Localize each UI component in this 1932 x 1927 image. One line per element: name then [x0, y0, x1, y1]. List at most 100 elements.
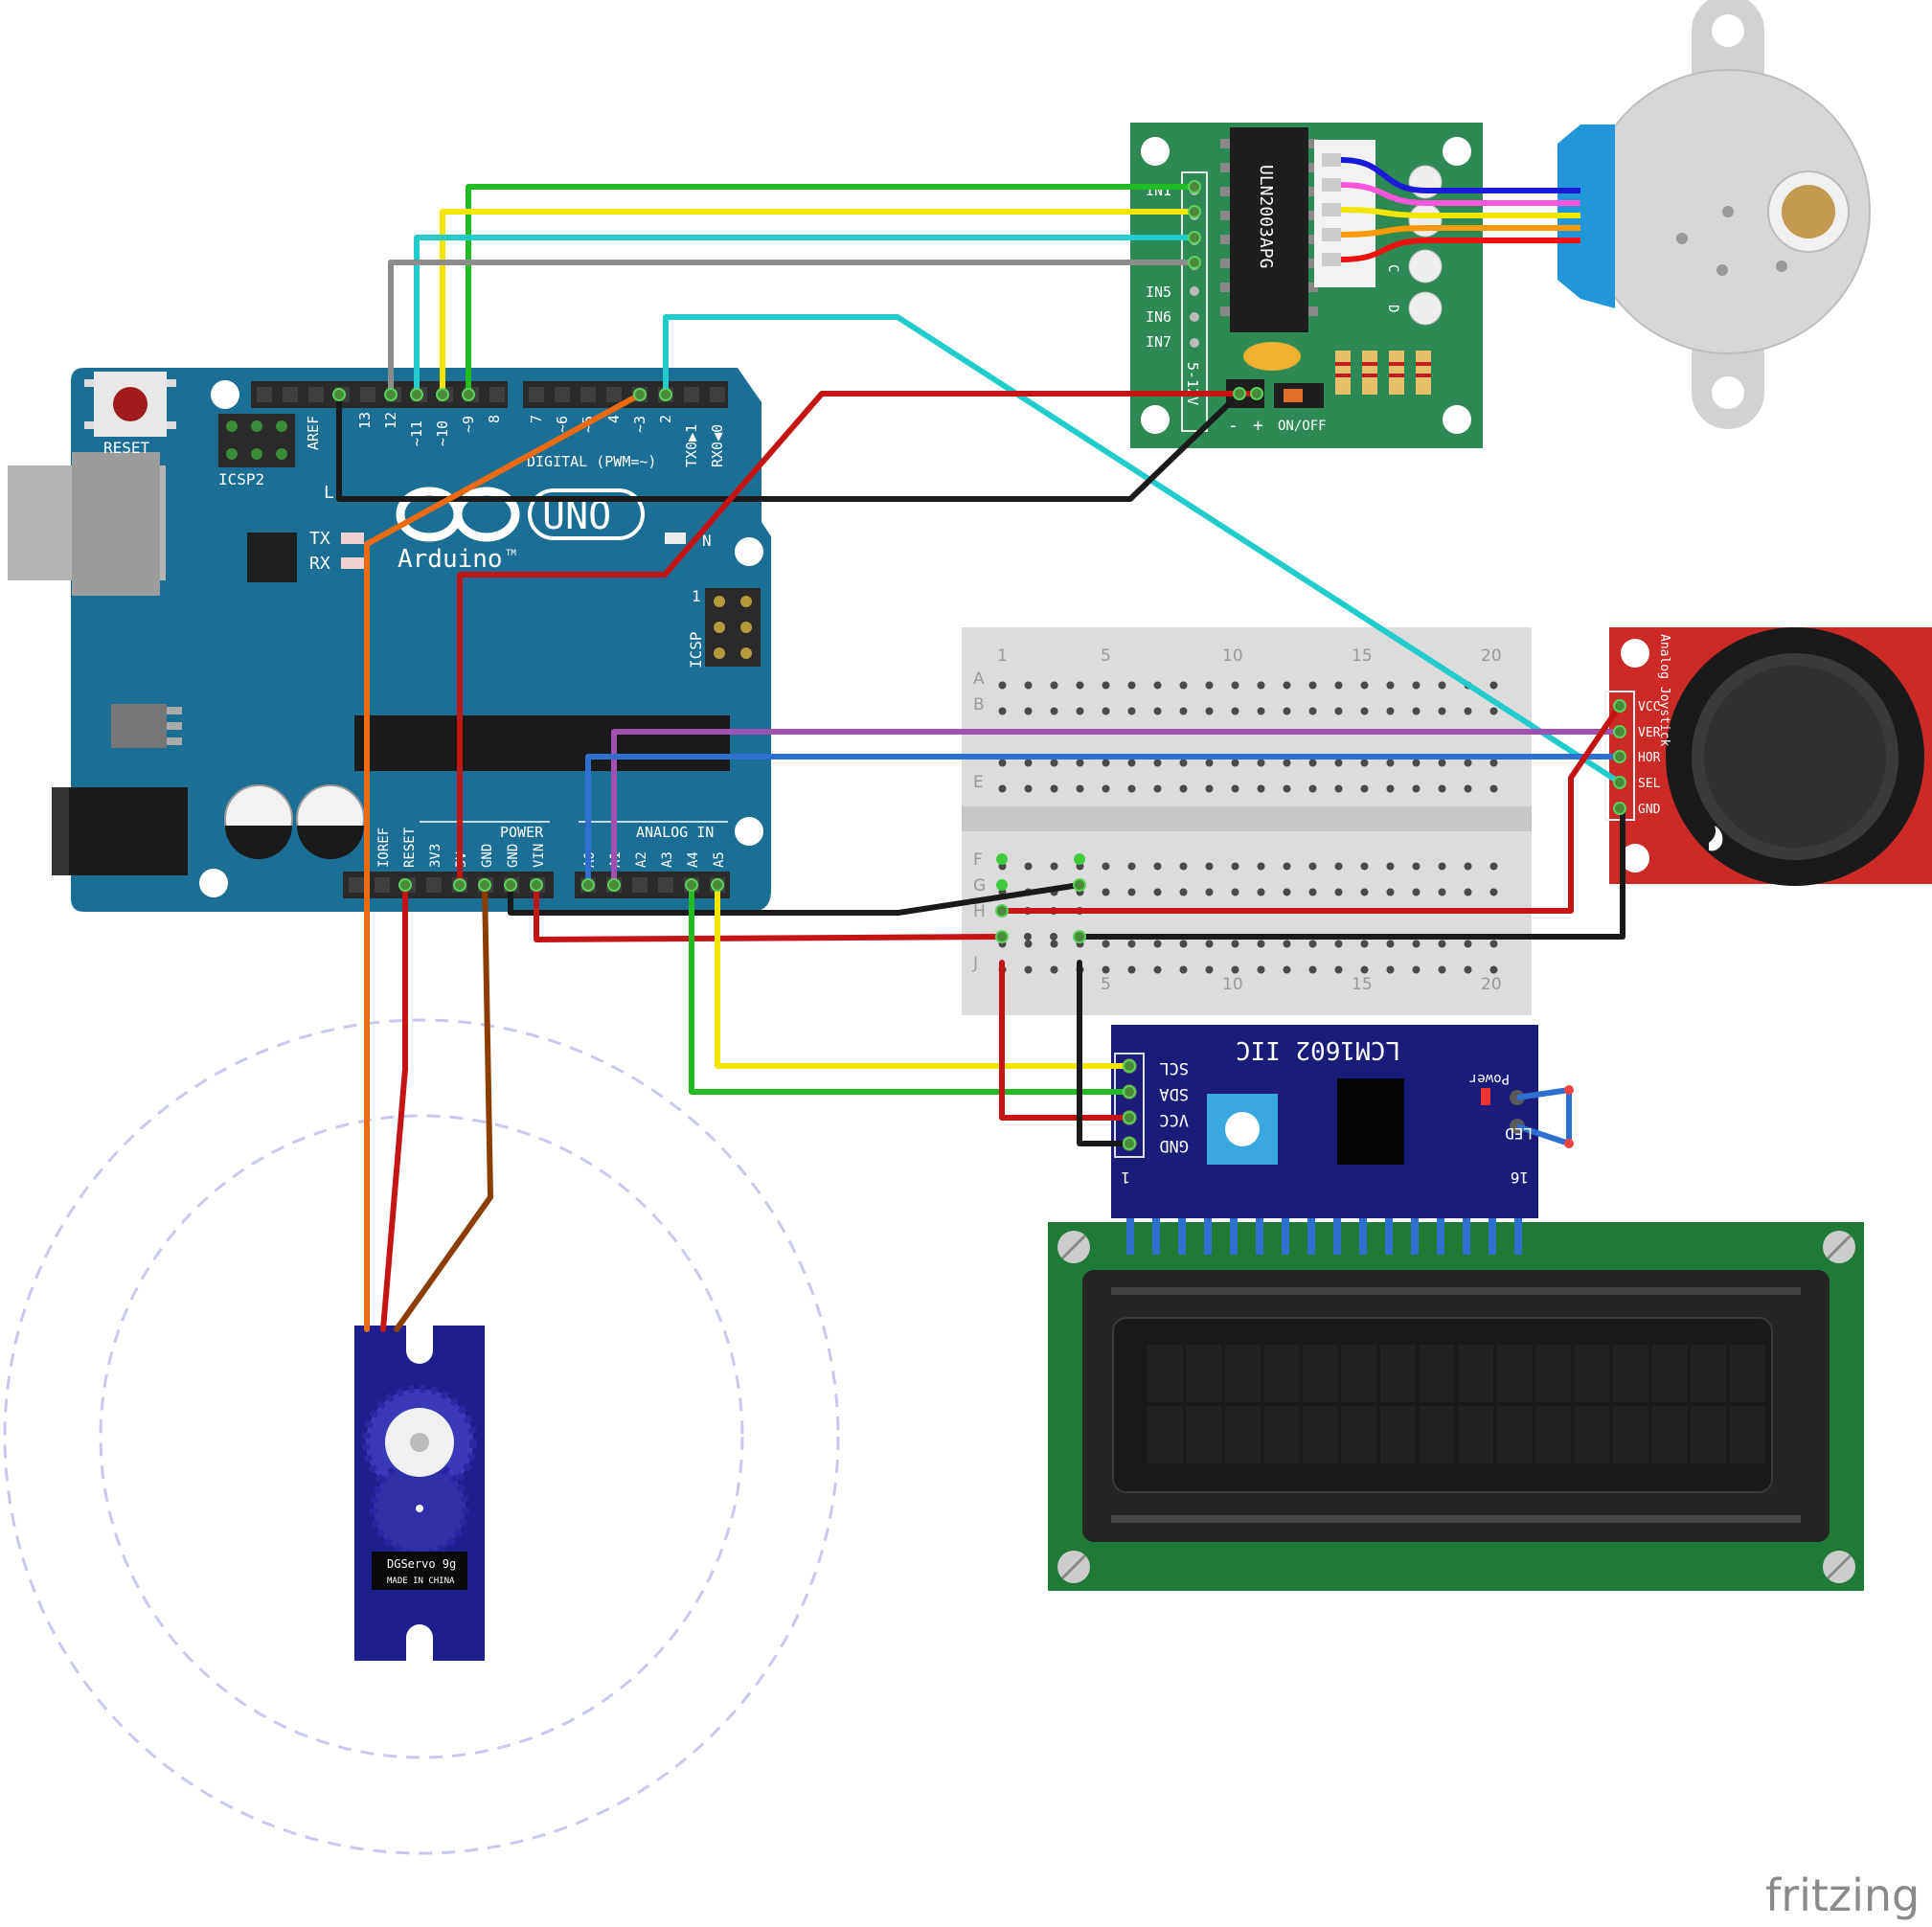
breadboard-column-number: 5	[1101, 975, 1111, 994]
digital-pin-label: 7	[528, 415, 545, 423]
arduino-logo-text: Arduino	[398, 545, 503, 574]
lcd-character-cell	[1496, 1345, 1533, 1402]
lcd-i2c-backpack[interactable]: LCM1602 IIC SCL SDA VCC GND Power LED 1 …	[1111, 1025, 1574, 1218]
gear-icon	[362, 1385, 477, 1558]
digital-pin-label: 8	[486, 415, 503, 423]
driver-minus-label: -	[1228, 416, 1239, 436]
tx-label: TX	[309, 529, 330, 549]
lcd-character-cell	[1535, 1345, 1571, 1402]
digital-header[interactable]	[251, 381, 728, 408]
wires[interactable]	[336, 184, 1625, 1332]
joystick-title: Analog Joystick	[1657, 634, 1671, 747]
lcd-header-pin	[1204, 1188, 1212, 1255]
breadboard-row-label: E	[973, 773, 984, 792]
wire-red-breadboard-vcc	[999, 703, 1623, 914]
capacitor-icon	[1243, 342, 1301, 371]
digital-pin-label: ~6	[554, 416, 571, 433]
joystick-pin-label: VCC	[1638, 700, 1660, 714]
wire-black-gnd-driver-minus	[336, 391, 1242, 502]
lcd-header-pin	[1178, 1188, 1186, 1255]
driver-led-label: D	[1385, 305, 1400, 312]
lcd-character-cell	[1651, 1345, 1688, 1402]
wire-endpoints	[332, 180, 1626, 1150]
backpack-pin-label: VCC	[1159, 1110, 1189, 1129]
power-pin-label: GND	[480, 844, 495, 868]
breadboard-column-number: 20	[1481, 646, 1502, 666]
breadboard-row-label: H	[973, 902, 986, 921]
led-icon	[1408, 203, 1443, 238]
icsp-label: ICSP	[687, 631, 705, 669]
breadboard-labels: 1 5 10 15 20 5 10 15 20 A B E F G H J	[972, 646, 1502, 994]
aref-label: AREF	[305, 416, 322, 450]
wire-red-servo-power	[380, 882, 408, 1332]
lcd-character-cell	[1263, 1406, 1300, 1463]
wire-yellow-a5-scl	[715, 882, 1132, 1069]
digital-label: DIGITAL (PWM=~)	[527, 453, 656, 470]
lcd-character-cell	[1729, 1345, 1765, 1402]
power-jack	[52, 787, 188, 875]
lcd-character-cells	[1148, 1345, 1765, 1463]
driver-plus-label: +	[1253, 416, 1263, 436]
wire-green-d9-in1	[466, 184, 1197, 397]
lcd-character-cell	[1148, 1345, 1183, 1402]
backpack-power-label: Power	[1469, 1071, 1510, 1086]
wire-green-a4-sda	[689, 882, 1132, 1095]
wire-black-breadboard-lcd-gnd	[1077, 960, 1132, 1146]
lcd-character-cell	[1341, 1345, 1377, 1402]
wire-black-gnd-breadboard	[508, 882, 1082, 916]
wire-blue-a0-hor	[585, 754, 1623, 888]
breadboard-column-number: 10	[1222, 975, 1243, 994]
lcd-header-pin	[1282, 1188, 1289, 1255]
lcd-header-pin	[1463, 1188, 1470, 1255]
backpack-led-label: LED	[1505, 1124, 1533, 1143]
lcd-header-pin	[1385, 1188, 1393, 1255]
screw-icon	[1057, 1231, 1090, 1263]
joystick-module[interactable]: VCC VER HOR SEL GND Analog Joystick	[1604, 627, 1932, 886]
wire-gray-d12-in4	[388, 260, 1197, 397]
power-pin-label: VIN	[532, 844, 547, 868]
uln2003-driver-board[interactable]: ULN2003APG IN1 IN5 IN6 IN7 5-12V - + ON/…	[1130, 123, 1483, 448]
power-pin-label: RESET	[402, 827, 418, 868]
pcf8574-chip	[1337, 1078, 1404, 1165]
lcd-character-cell	[1341, 1406, 1377, 1463]
digital-pin-label: RX0◀0	[709, 424, 726, 467]
lcd-header-pin	[1437, 1188, 1444, 1255]
analog-pin-label: A3	[660, 851, 675, 868]
lcd-character-cell	[1186, 1345, 1222, 1402]
icsp-pin1-label: 1	[692, 587, 701, 605]
analog-header[interactable]	[575, 872, 730, 898]
breadboard[interactable]: 1 5 10 15 20 5 10 15 20 A B E F G H J	[962, 627, 1532, 1015]
lcd-character-cell	[1574, 1406, 1610, 1463]
lcd-character-cell	[1535, 1406, 1571, 1463]
breadboard-row-label: F	[973, 850, 983, 870]
lcd-character-cell	[1613, 1345, 1648, 1402]
servo-motor[interactable]: DGServo 9g MADE IN CHINA	[354, 1326, 485, 1661]
reset-button[interactable]	[84, 372, 176, 437]
driver-switch-label: ON/OFF	[1278, 419, 1327, 434]
wire-cyan-d11-in3	[414, 235, 1197, 397]
driver-input-label: IN5	[1146, 283, 1171, 301]
power-header[interactable]	[343, 872, 554, 898]
analog-pin-label: A2	[634, 851, 649, 868]
power-label: POWER	[500, 824, 544, 841]
joystick-pin-label: SEL	[1638, 777, 1661, 791]
digital-pin-label: ~11	[408, 420, 425, 446]
lcd-character-cell	[1263, 1345, 1300, 1402]
wire-orange-d3-servo	[364, 392, 643, 1332]
stepper-motor	[1557, 0, 1871, 429]
joystick-pin-label: HOR	[1638, 751, 1661, 765]
usb-chip	[247, 533, 297, 582]
backpack-pin-label: SDA	[1159, 1084, 1189, 1103]
servo-sweep-circles	[3, 1018, 840, 1855]
wire-red-vin-breadboard	[534, 882, 1005, 942]
reset-label: RESET	[103, 439, 150, 457]
arduino-trademark: TM	[506, 549, 516, 558]
digital-pin-label: ~10	[434, 420, 451, 446]
power-pin-labels: IOREF RESET 3V3 5V GND GND VIN	[376, 827, 547, 868]
arduino-uno-board[interactable]: RESET ICSP2 TX RX L N ICSP 1	[8, 368, 771, 912]
joystick-pin-label: VER	[1638, 726, 1661, 740]
lcd-character-cell	[1419, 1406, 1455, 1463]
wire-brown-servo-gnd	[394, 882, 493, 1332]
led-jumper[interactable]	[1510, 1085, 1574, 1148]
